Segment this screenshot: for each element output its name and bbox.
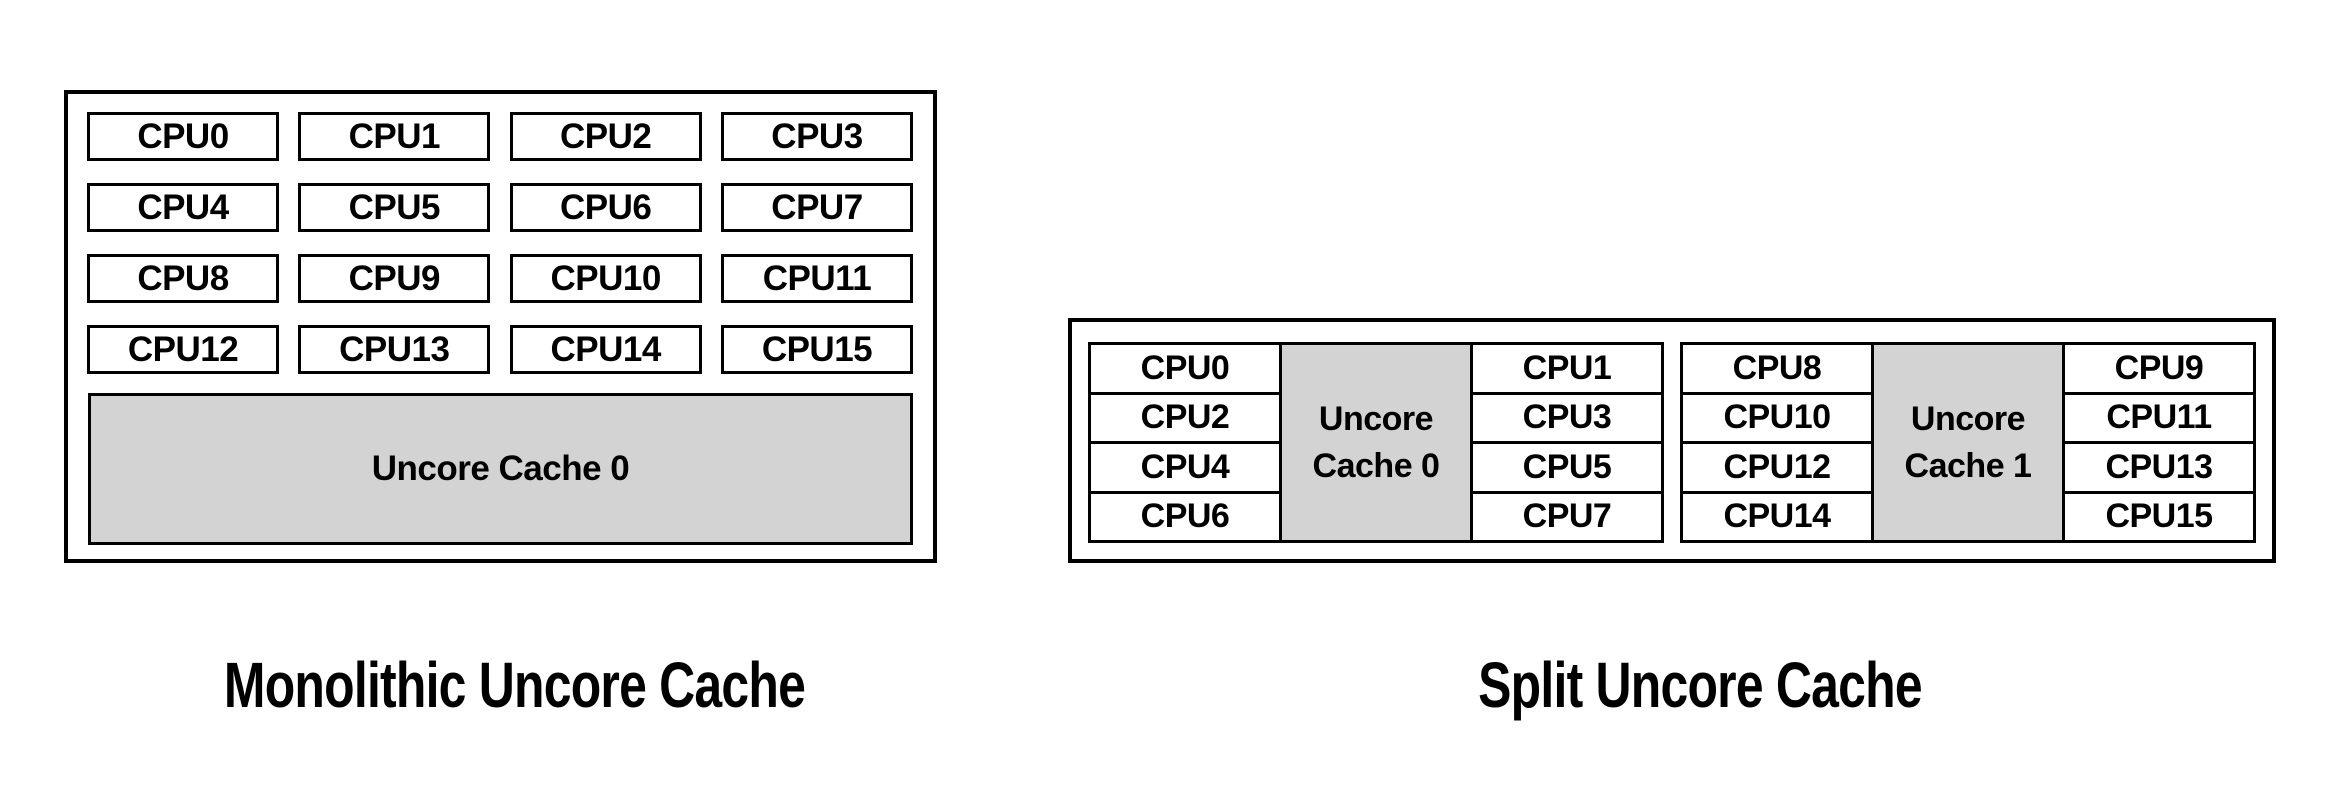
cpu-cell: CPU5	[1473, 441, 1661, 491]
cpu-box: CPU13	[298, 325, 491, 374]
monolithic-diagram-box: CPU0 CPU1 CPU2 CPU3 CPU4 CPU5 CPU6 CPU7 …	[64, 90, 937, 563]
cpu-cell: CPU13	[2065, 441, 2253, 491]
cpu-cell: CPU6	[1091, 490, 1279, 541]
monolithic-diagram-title: Monolithic Uncore Cache	[223, 649, 806, 721]
cpu-cell: CPU15	[2065, 490, 2253, 541]
uncore-cache-0-label: Uncore Cache 0	[1312, 399, 1440, 485]
cpu-box: CPU3	[720, 112, 913, 161]
cluster-0-left-cpu-column: CPU0 CPU2 CPU4 CPU6	[1088, 342, 1282, 543]
cpu-cell: CPU9	[2114, 348, 2204, 387]
cpu-box: CPU10	[509, 254, 702, 303]
cpu-box: CPU7	[720, 183, 913, 232]
cpu-box: CPU5	[298, 183, 491, 232]
cpu-cell: CPU2	[1091, 391, 1279, 442]
cpu-box: CPU1	[298, 112, 491, 161]
uncore-cache-0-box: Uncore Cache 0	[1279, 342, 1473, 543]
cpu-cell: CPU7	[1473, 490, 1661, 541]
uncore-cache-1-label: Uncore Cache 1	[1904, 399, 2032, 485]
uncore-cache-1-box: Uncore Cache 1	[1871, 342, 2065, 543]
cpu-cell: CPU10	[1683, 391, 1871, 442]
cluster-1-left-cpu-column: CPU8 CPU10 CPU12 CPU14	[1680, 342, 1874, 543]
cpu-cell: CPU1	[1522, 348, 1612, 387]
split-diagram-box: CPU0 CPU2 CPU4 CPU6 Uncore Cache 0 CPU1 …	[1068, 318, 2276, 563]
cpu-cell: CPU14	[1683, 490, 1871, 541]
cpu-cell: CPU3	[1473, 391, 1661, 442]
cpu-box: CPU2	[509, 112, 702, 161]
cpu-cluster-0: CPU0 CPU2 CPU4 CPU6 Uncore Cache 0 CPU1 …	[1088, 342, 1664, 543]
cpu-box: CPU9	[298, 254, 491, 303]
cpu-cell: CPU4	[1091, 441, 1279, 491]
cpu-box: CPU4	[87, 183, 279, 232]
cpu-box: CPU15	[720, 325, 913, 374]
cpu-cell: CPU8	[1732, 348, 1822, 387]
cpu-cell: CPU0	[1140, 348, 1230, 387]
cpu-box: CPU12	[87, 325, 279, 374]
cpu-box: CPU8	[87, 254, 279, 303]
cpu-cell: CPU12	[1683, 441, 1871, 491]
cpu-box: CPU14	[509, 325, 702, 374]
cpu-cell: CPU11	[2065, 391, 2253, 442]
cpu-cluster-1: CPU8 CPU10 CPU12 CPU14 Uncore Cache 1 CP…	[1680, 342, 2256, 543]
cluster-0-right-cpu-column: CPU1 CPU3 CPU5 CPU7	[1470, 342, 1664, 543]
split-diagram-title: Split Uncore Cache	[1478, 649, 1922, 721]
cluster-1-right-cpu-column: CPU9 CPU11 CPU13 CPU15	[2062, 342, 2256, 543]
cpu-box: CPU0	[87, 112, 279, 161]
monolithic-cpu-grid: CPU0 CPU1 CPU2 CPU3 CPU4 CPU5 CPU6 CPU7 …	[87, 112, 913, 374]
uncore-cache-0-box: Uncore Cache 0	[88, 393, 913, 545]
cpu-box: CPU6	[509, 183, 702, 232]
cpu-box: CPU11	[720, 254, 913, 303]
